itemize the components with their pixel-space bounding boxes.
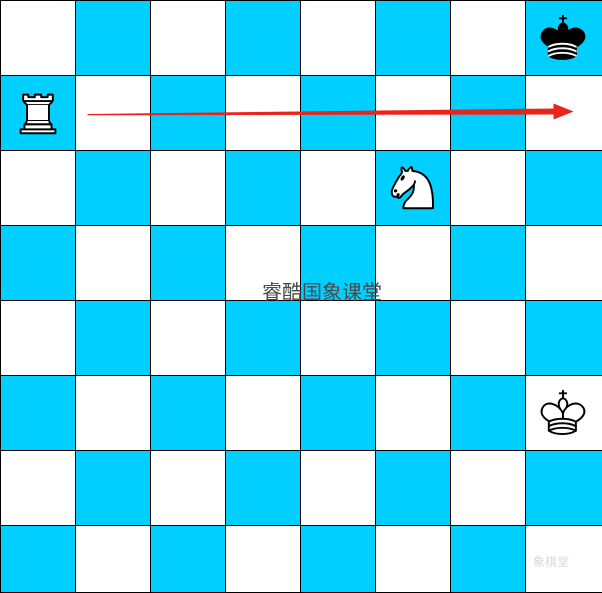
square-c5[interactable] xyxy=(150,225,227,302)
square-g6[interactable] xyxy=(450,150,527,227)
square-g1[interactable] xyxy=(450,525,527,593)
square-d7[interactable] xyxy=(225,75,302,152)
square-d2[interactable] xyxy=(225,450,302,527)
square-f2[interactable] xyxy=(375,450,452,527)
square-a3[interactable] xyxy=(0,375,77,452)
square-f1[interactable] xyxy=(375,525,452,593)
square-g4[interactable] xyxy=(450,300,527,377)
square-b7[interactable] xyxy=(75,75,152,152)
square-a2[interactable] xyxy=(0,450,77,527)
square-b2[interactable] xyxy=(75,450,152,527)
square-e5[interactable] xyxy=(300,225,377,302)
square-h1[interactable] xyxy=(525,525,602,593)
square-c6[interactable] xyxy=(150,150,227,227)
square-f3[interactable] xyxy=(375,375,452,452)
square-c2[interactable] xyxy=(150,450,227,527)
square-h7[interactable] xyxy=(525,75,602,152)
square-f8[interactable] xyxy=(375,0,452,77)
square-a1[interactable] xyxy=(0,525,77,593)
square-b1[interactable] xyxy=(75,525,152,593)
square-e6[interactable] xyxy=(300,150,377,227)
square-b3[interactable] xyxy=(75,375,152,452)
black-king-icon[interactable] xyxy=(525,0,600,74)
square-g8[interactable] xyxy=(450,0,527,77)
square-g2[interactable] xyxy=(450,450,527,527)
square-a8[interactable] xyxy=(0,0,77,77)
square-h5[interactable] xyxy=(525,225,602,302)
square-e7[interactable] xyxy=(300,75,377,152)
white-rook-icon[interactable] xyxy=(0,75,75,149)
square-h8[interactable] xyxy=(525,0,602,77)
white-knight-icon[interactable] xyxy=(375,150,450,224)
square-h6[interactable] xyxy=(525,150,602,227)
square-d1[interactable] xyxy=(225,525,302,593)
square-b6[interactable] xyxy=(75,150,152,227)
white-king-icon[interactable] xyxy=(525,375,600,449)
square-a5[interactable] xyxy=(0,225,77,302)
square-c3[interactable] xyxy=(150,375,227,452)
square-g3[interactable] xyxy=(450,375,527,452)
square-d8[interactable] xyxy=(225,0,302,77)
square-b4[interactable] xyxy=(75,300,152,377)
square-d6[interactable] xyxy=(225,150,302,227)
square-f5[interactable] xyxy=(375,225,452,302)
square-g5[interactable] xyxy=(450,225,527,302)
square-c1[interactable] xyxy=(150,525,227,593)
square-a6[interactable] xyxy=(0,150,77,227)
square-d3[interactable] xyxy=(225,375,302,452)
square-e8[interactable] xyxy=(300,0,377,77)
square-c7[interactable] xyxy=(150,75,227,152)
square-h4[interactable] xyxy=(525,300,602,377)
watermark-text: 睿酷国象课堂 xyxy=(262,280,382,304)
square-g7[interactable] xyxy=(450,75,527,152)
square-h2[interactable] xyxy=(525,450,602,527)
square-f4[interactable] xyxy=(375,300,452,377)
square-c8[interactable] xyxy=(150,0,227,77)
square-f7[interactable] xyxy=(375,75,452,152)
square-d4[interactable] xyxy=(225,300,302,377)
square-e3[interactable] xyxy=(300,375,377,452)
corner-logo-text: 象棋堂 xyxy=(533,555,570,569)
square-c4[interactable] xyxy=(150,300,227,377)
square-e1[interactable] xyxy=(300,525,377,593)
square-e4[interactable] xyxy=(300,300,377,377)
square-a4[interactable] xyxy=(0,300,77,377)
square-b5[interactable] xyxy=(75,225,152,302)
square-e2[interactable] xyxy=(300,450,377,527)
square-b8[interactable] xyxy=(75,0,152,77)
